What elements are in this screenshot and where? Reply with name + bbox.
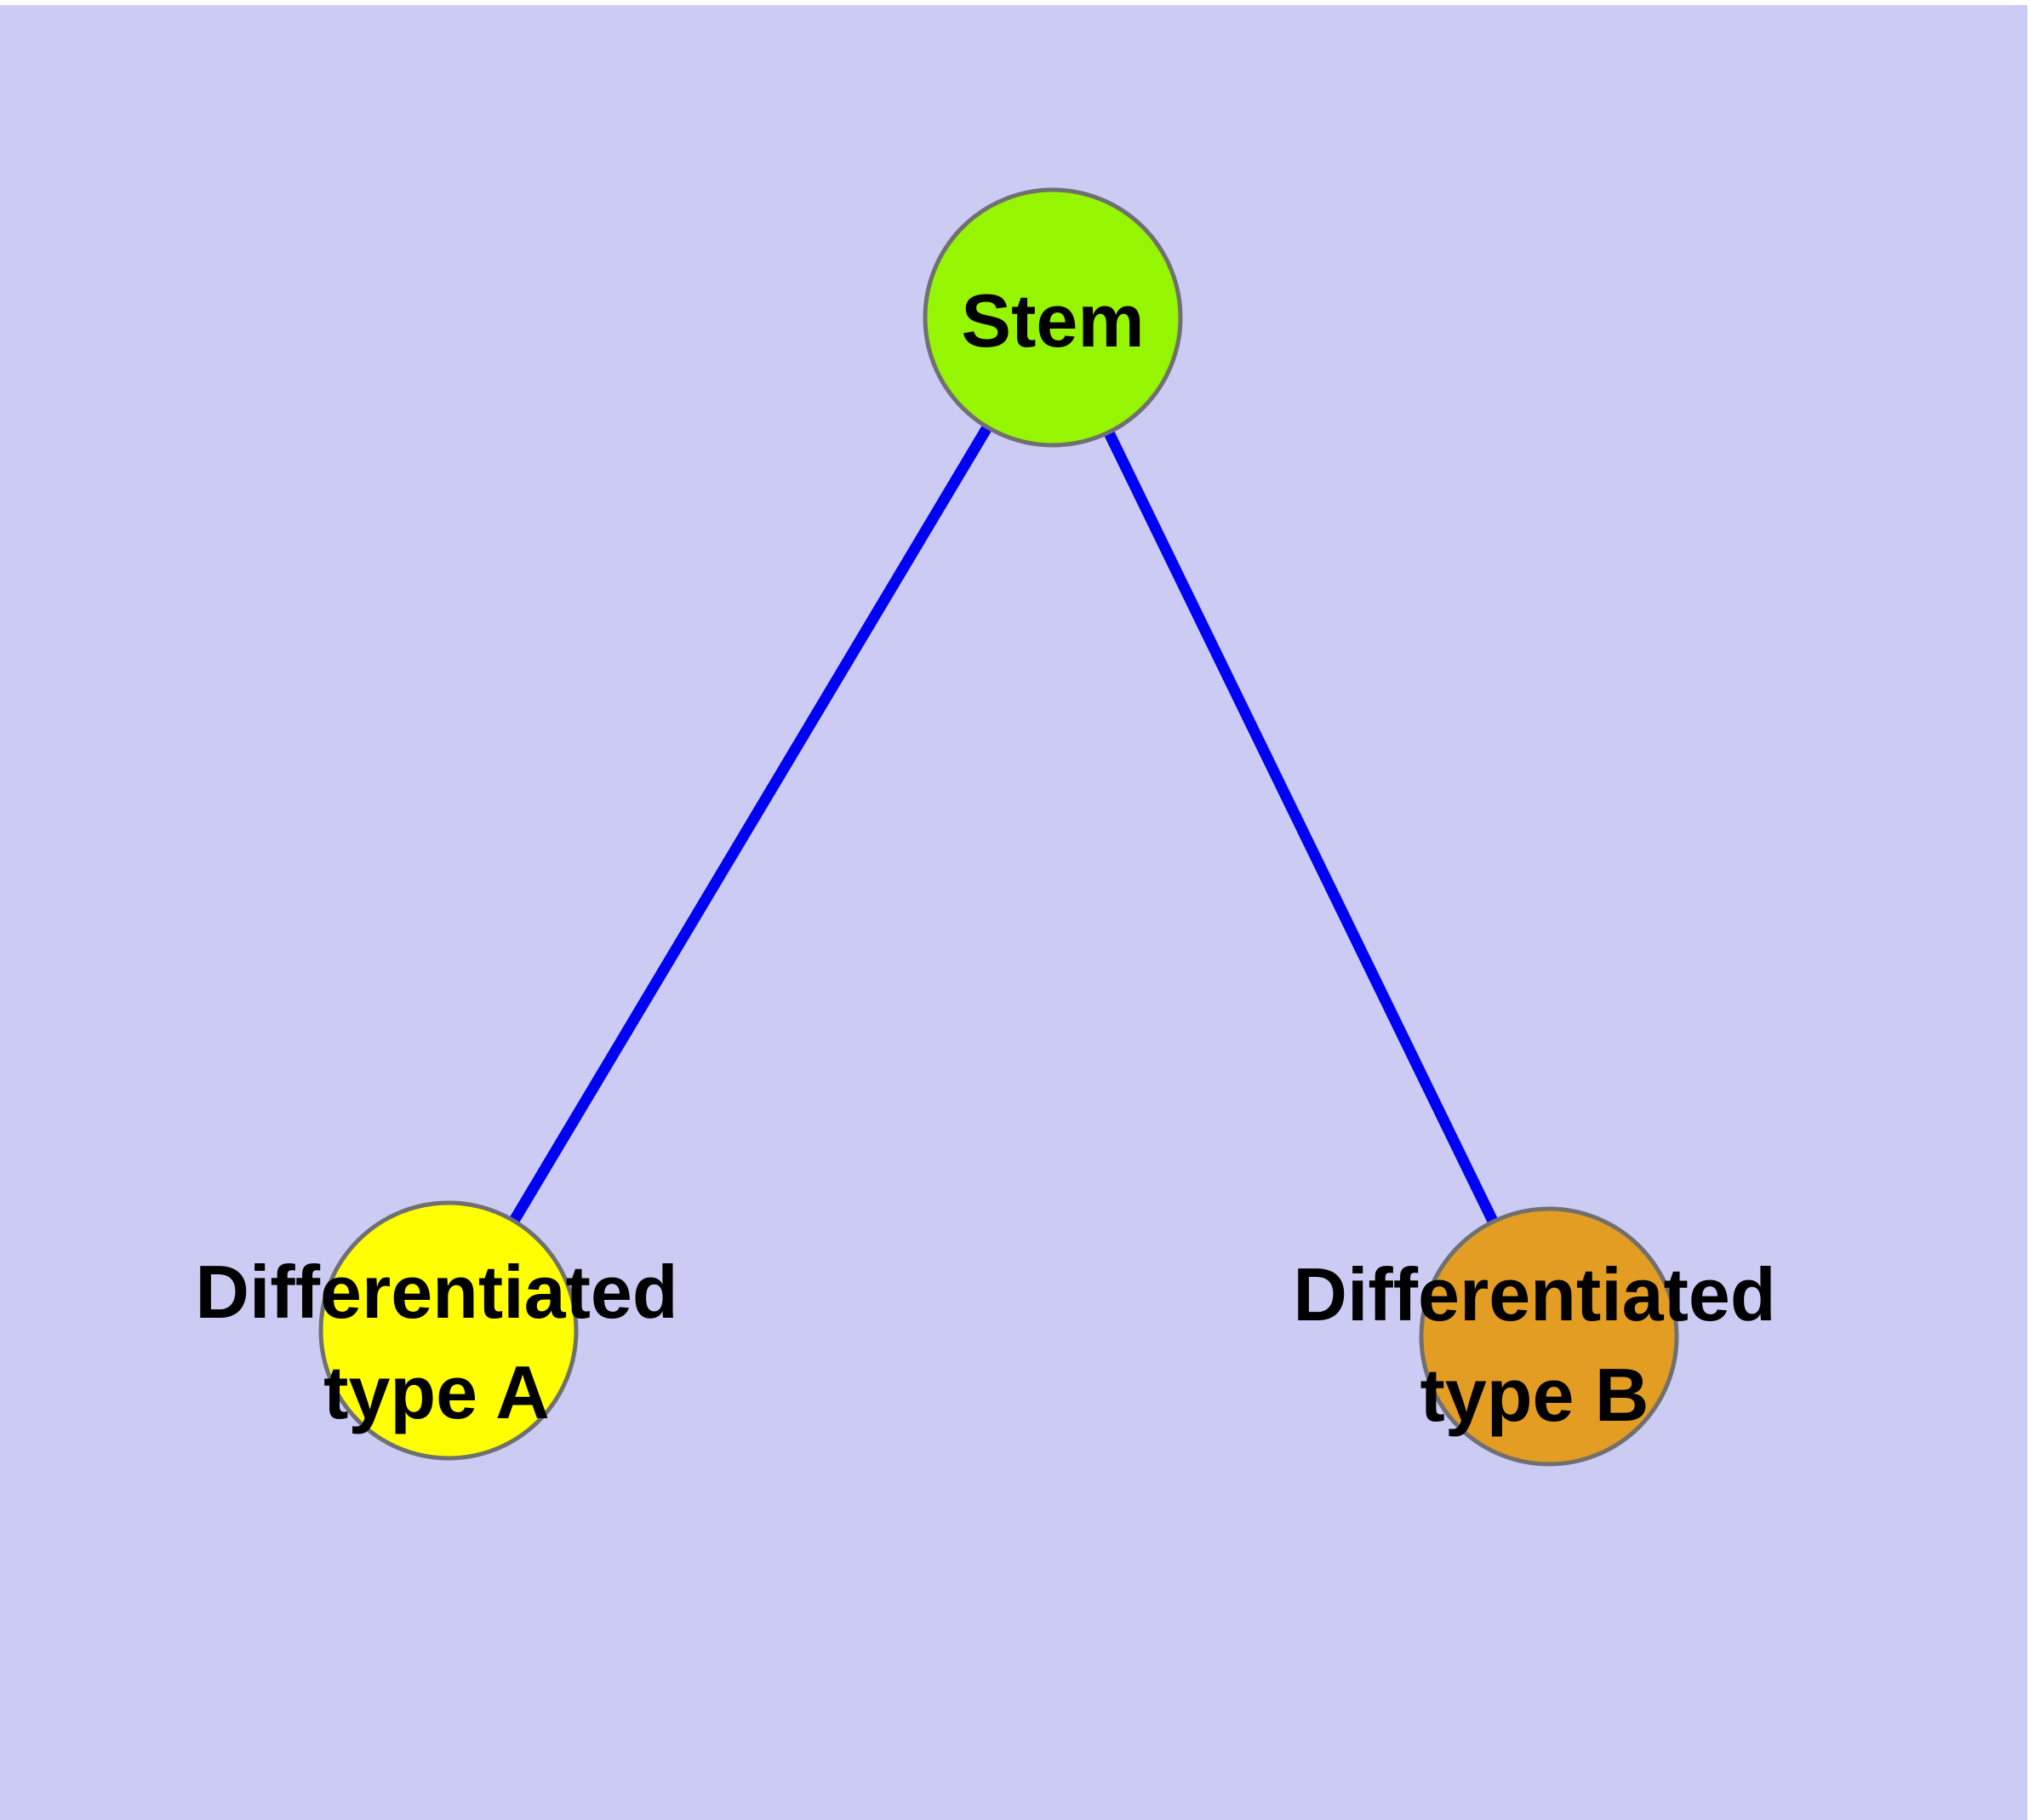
node-label-line: Stem [961,278,1145,363]
node-label-type-a: Differentiated type A [195,1242,677,1443]
node-label-line: Differentiated [195,1250,678,1334]
node-label-line: type A [323,1350,550,1434]
edge-stem-to-type-a [443,314,1058,1334]
node-label-stem: Stem [961,271,1144,371]
node-circle-type-b [1419,1206,1679,1467]
node-circle-stem [923,187,1183,448]
node-label-type-b: Differentiated type B [1293,1245,1775,1445]
node-label-line: type B [1420,1353,1649,1437]
node-circle-type-a [318,1200,579,1461]
edge-stem-to-type-b [1048,315,1554,1339]
node-label-line: Differentiated [1293,1252,1776,1336]
